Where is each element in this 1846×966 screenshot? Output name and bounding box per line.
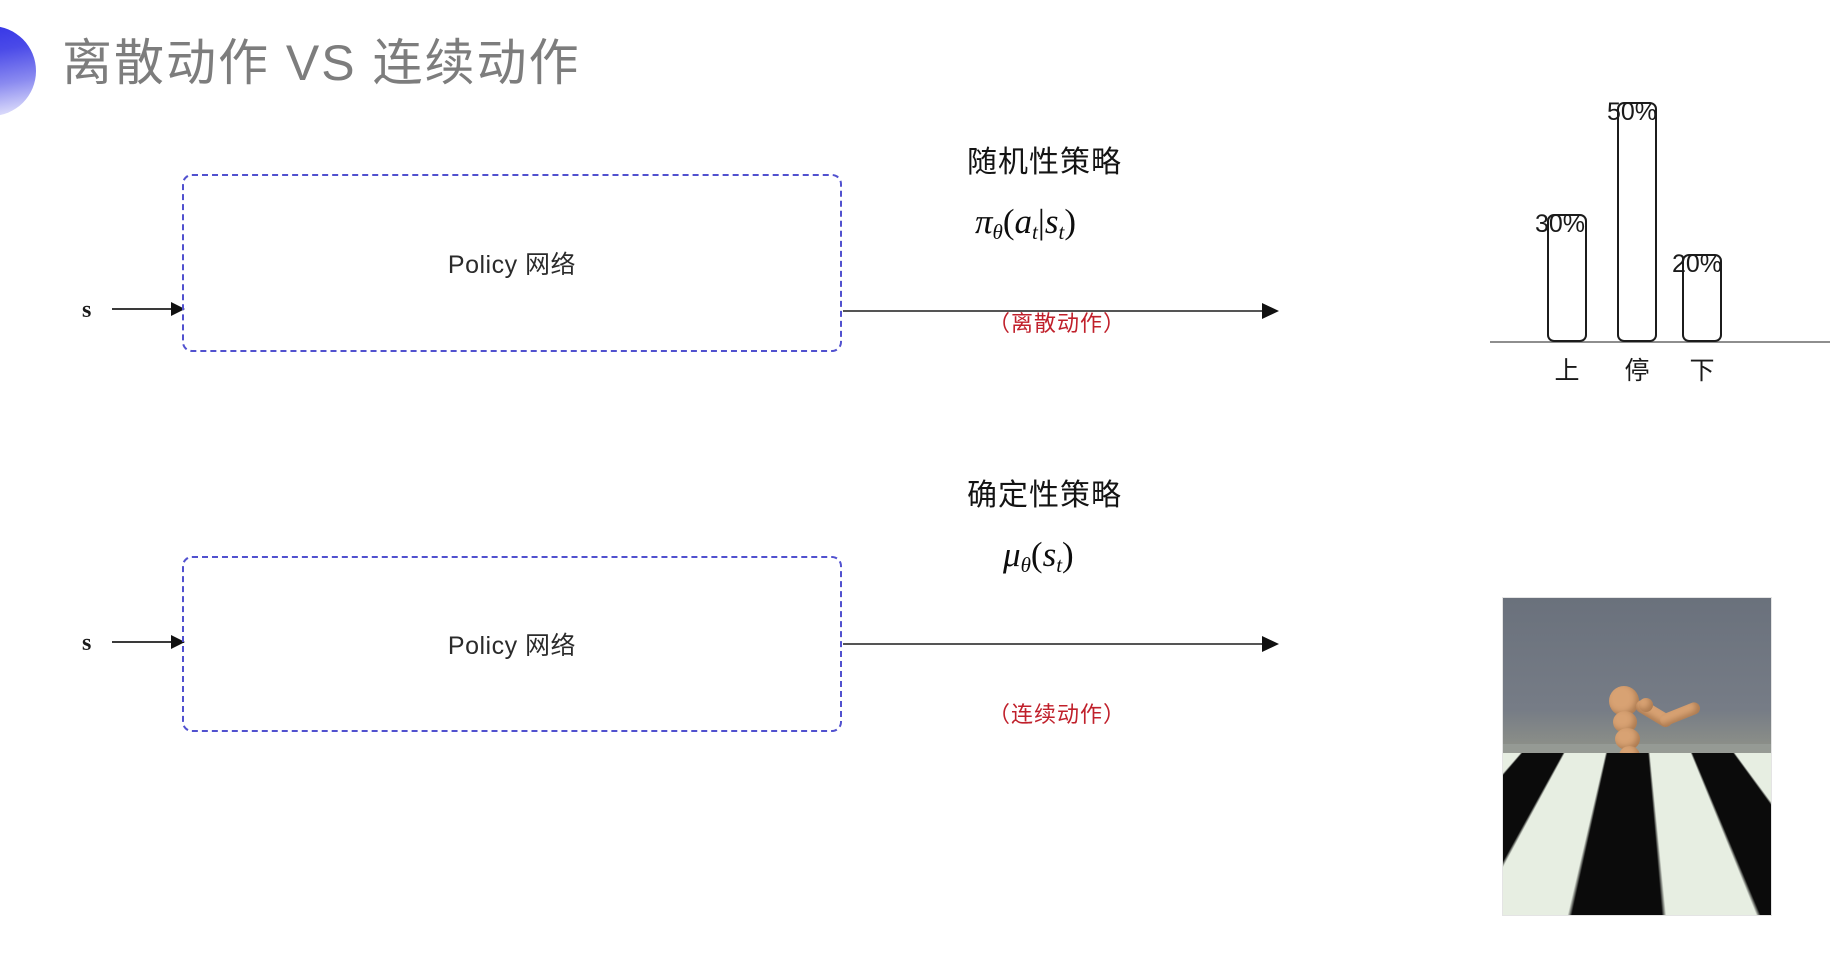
formula-arg1-sub: t: [1032, 219, 1038, 244]
policy-network-box-continuous[interactable]: Policy 网络: [182, 556, 842, 732]
output-arrow-continuous: [843, 636, 1279, 652]
formula-close-paren: ): [1064, 202, 1077, 241]
flow-row-discrete: s Policy 网络 随机性策略 πθ(at|st) （离散动作）: [0, 120, 1846, 540]
formula-subscript: θ: [992, 219, 1003, 244]
output-arrow-discrete: [843, 303, 1279, 319]
sim-sky: [1503, 598, 1771, 754]
bar-value-up: 30%: [1535, 210, 1586, 238]
policy-box-label: Policy 网络: [447, 251, 577, 279]
bar-down: [1682, 254, 1722, 342]
formula-fn: π: [975, 202, 993, 241]
action-note-continuous: （连续动作）: [988, 702, 1127, 727]
input-state-label-discrete: s: [82, 297, 92, 323]
input-arrow-discrete: [112, 302, 185, 316]
formula-continuous: μθ(st): [1003, 535, 1074, 578]
formula-discrete: πθ(at|st): [975, 202, 1076, 245]
formula-fn: μ: [1003, 535, 1021, 574]
bar-value-stop: 50%: [1607, 98, 1658, 126]
formula-open-paren: (: [1002, 202, 1015, 241]
page-title: 离散动作 VS 连续动作: [62, 35, 581, 91]
formula-arg2-sub: t: [1058, 219, 1065, 244]
flow-row-continuous: s Policy 网络 确定性策略 μθ(st) （连续动作）: [0, 479, 1846, 920]
input-arrow-continuous: [112, 635, 185, 649]
policy-network-box-discrete[interactable]: Policy 网络: [182, 174, 842, 352]
bar-category-stop: 停: [1624, 357, 1650, 385]
bar-value-down: 20%: [1672, 250, 1723, 278]
policy-kind-label-discrete: 随机性策略: [967, 146, 1122, 179]
input-state-label-continuous: s: [82, 630, 92, 656]
formula-close-paren: ): [1062, 535, 1074, 574]
bar-stop: [1617, 102, 1657, 342]
formula-bar: |: [1037, 202, 1045, 241]
chart-baseline: [1490, 341, 1830, 343]
formula-open-paren: (: [1030, 535, 1043, 574]
half-circle-gradient-icon: [0, 26, 36, 116]
action-probability-bar-chart: 30% 50% 20% 上 停 下: [1490, 95, 1846, 395]
formula-arg1: a: [1014, 202, 1033, 241]
policy-box-label: Policy 网络: [447, 632, 577, 660]
bar-up: [1547, 214, 1587, 342]
bar-category-up: 上: [1554, 357, 1580, 385]
action-note-discrete: （离散动作）: [988, 311, 1127, 336]
formula-arg1-sub: t: [1056, 552, 1063, 577]
bar-category-down: 下: [1689, 357, 1715, 385]
humanoid-simulation-image: [1503, 598, 1771, 915]
policy-kind-label-continuous: 确定性策略: [967, 479, 1122, 512]
formula-arg2: s: [1044, 202, 1059, 241]
formula-subscript: θ: [1020, 552, 1031, 577]
formula-arg1: s: [1042, 535, 1057, 574]
